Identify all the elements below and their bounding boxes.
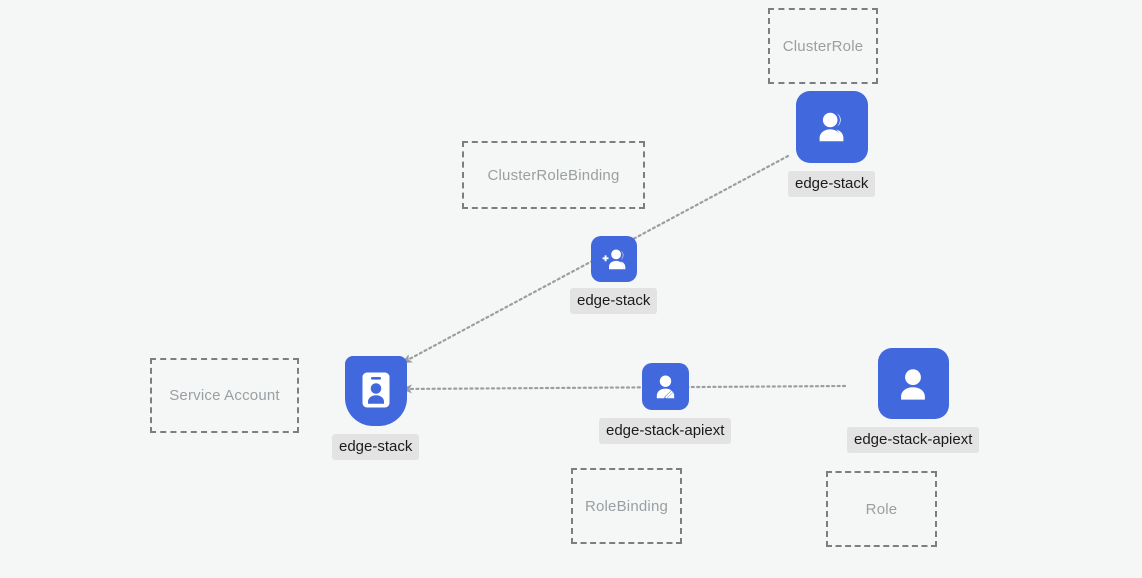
person-edit-icon[interactable]	[641, 363, 689, 410]
node-rolebinding[interactable]: edge-stack-apiext	[599, 363, 732, 444]
node-clusterrolebinding[interactable]: edge-stack	[570, 236, 658, 314]
node-label: edge-stack	[332, 434, 420, 460]
kind-box-label: Role	[865, 500, 898, 518]
kind-box-rolebinding: RoleBinding	[571, 468, 682, 544]
kind-box-clusterrolebinding: ClusterRoleBinding	[462, 141, 645, 209]
node-clusterrole[interactable]: edge-stack	[788, 91, 876, 197]
kind-box-serviceaccount: Service Account	[150, 358, 299, 433]
id-badge-person-icon[interactable]	[344, 356, 407, 426]
kind-box-clusterrole: ClusterRole	[768, 8, 878, 84]
kind-box-label: ClusterRole	[782, 37, 864, 55]
kind-box-label: RoleBinding	[584, 497, 669, 515]
person-icon[interactable]	[877, 348, 949, 419]
node-serviceaccount[interactable]: edge-stack	[332, 356, 420, 460]
kind-box-role: Role	[826, 471, 937, 547]
node-label: edge-stack-apiext	[599, 418, 732, 444]
kind-box-label: ClusterRoleBinding	[487, 166, 620, 184]
person-add-icon[interactable]	[590, 236, 637, 282]
users-group-icon[interactable]	[795, 91, 868, 163]
kind-box-label: Service Account	[169, 387, 280, 404]
edge-role-to-serviceaccount	[400, 384, 847, 394]
node-label: edge-stack	[788, 171, 876, 197]
node-label: edge-stack-apiext	[847, 427, 980, 453]
node-label: edge-stack	[570, 288, 658, 314]
node-role[interactable]: edge-stack-apiext	[847, 348, 980, 453]
